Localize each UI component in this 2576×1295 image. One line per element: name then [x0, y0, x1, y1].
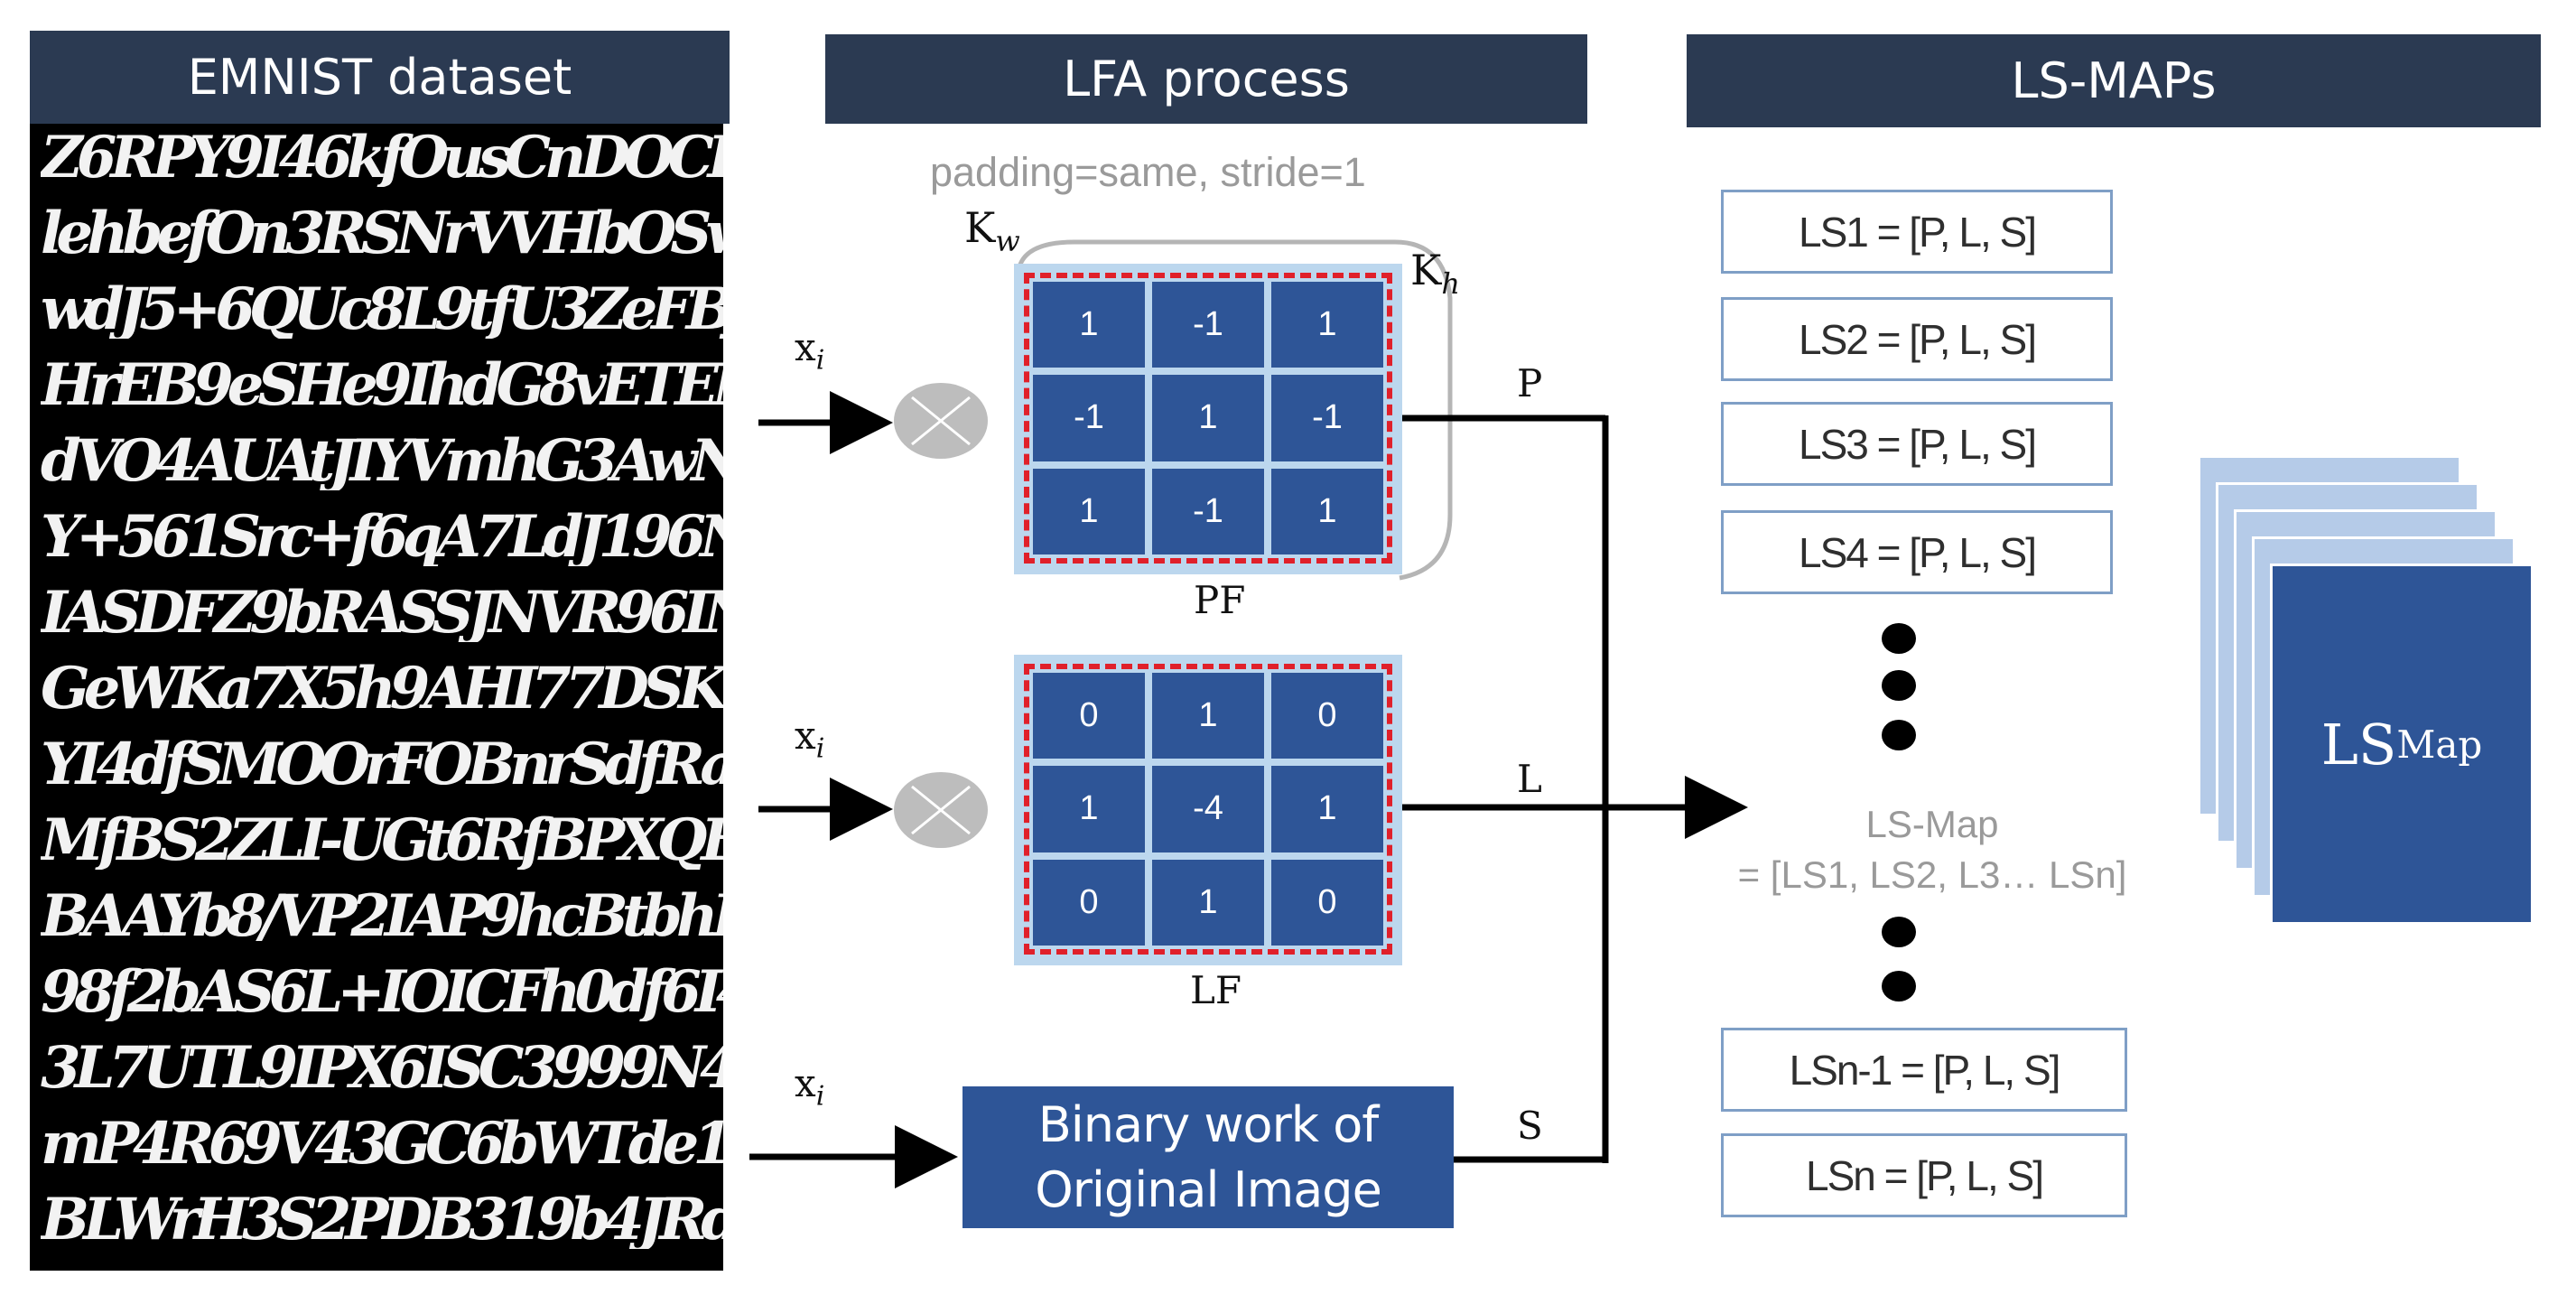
- binary-line-1: Binary work of: [1037, 1095, 1380, 1153]
- lf-cell: 1: [1152, 859, 1264, 946]
- lf-padding-outline: [1024, 664, 1392, 955]
- ellipsis-dot: [1882, 720, 1916, 750]
- pf-cell: 1: [1033, 468, 1145, 554]
- output-label-l: L: [1517, 757, 1542, 801]
- pf-cell: 1: [1271, 282, 1383, 368]
- header-lfa-process: LFA process: [825, 34, 1587, 124]
- dataset-row: HrEB9eSHe9IhdG8vETENh9IZZ: [41, 357, 723, 415]
- pf-cell: -1: [1152, 282, 1264, 368]
- lf-caption: LF: [1190, 968, 1242, 1012]
- binary-line-2: Original Image: [1035, 1160, 1382, 1218]
- dataset-row: mP4R69V43GC6bWTde1Q9+V4Co: [41, 1115, 723, 1173]
- ls-map-stack-sub: Map: [2396, 722, 2483, 767]
- ls-map-title: LS-Map: [1865, 803, 1999, 845]
- ellipsis-dot: [1882, 971, 1916, 1002]
- lf-cell: 1: [1271, 766, 1383, 852]
- ellipsis-dot: [1882, 670, 1916, 701]
- ls-item: LSn = [P, L, S]: [1721, 1133, 2127, 1217]
- pf-caption: PF: [1194, 578, 1246, 622]
- lf-cell: 1: [1152, 673, 1264, 759]
- dataset-row: 3L7UTL9IPX6ISC3999N4I6/9N: [41, 1039, 723, 1097]
- pf-filter-grid: 1 -1 1 -1 1 -1 1 -1 1: [1033, 282, 1383, 554]
- dataset-row: IASDFZ9bRASSJNVR96INP4fhP: [41, 584, 723, 642]
- ellipsis-dot: [1882, 623, 1916, 654]
- dataset-row: Y+561Src+f6qA7LdJ196Nx6dC: [41, 508, 723, 566]
- emnist-sample-image: Z6RPY9I46kfOusCnDOCFEtD9 lehbefOn3RSNrVV…: [30, 124, 723, 1271]
- padding-note: padding=same, stride=1: [930, 149, 1366, 195]
- lf-cell: 1: [1033, 766, 1145, 852]
- lf-filter-grid: 0 1 0 1 -4 1 0 1 0: [1033, 673, 1383, 946]
- dataset-row: 98f2bAS6L+IOICFh0df6I4fG6: [41, 964, 723, 1021]
- ellipsis-dot: [1882, 917, 1916, 947]
- dataset-row: Z6RPY9I46kfOusCnDOCFEtD9: [41, 129, 723, 187]
- lf-cell: 0: [1271, 673, 1383, 759]
- pf-cell: -1: [1152, 468, 1264, 554]
- pf-cell: -1: [1033, 375, 1145, 461]
- output-label-p: P: [1517, 361, 1543, 405]
- lf-cell: 0: [1271, 859, 1383, 946]
- ls-item: LSn-1 = [P, L, S]: [1721, 1028, 2127, 1112]
- dataset-row: GeWKa7X5h9AHI77DSKPUzLA3i: [41, 660, 723, 718]
- multiply-icon: [894, 772, 988, 848]
- multiply-icon: [894, 383, 988, 459]
- dataset-row: BAAYb8/VP2IAP9hcBtbhPZNLW: [41, 888, 723, 946]
- ls-item: LS3 = [P, L, S]: [1721, 402, 2113, 486]
- pf-cell: 1: [1152, 375, 1264, 461]
- kernel-width-label: Kw: [964, 203, 1020, 259]
- ls-map-stack-label: LS: [2320, 711, 2397, 778]
- ls-item: LS2 = [P, L, S]: [1721, 297, 2113, 381]
- input-label-pf: xi: [795, 325, 825, 377]
- pf-cell: 1: [1033, 282, 1145, 368]
- dataset-row: wdJ5+6QUc8L9tfU3ZeFBjwnRC: [41, 281, 723, 339]
- dataset-row: YI4dfSMOOrFOBnrSdfRaNOJSiO: [41, 736, 723, 794]
- header-ls-maps: LS-MAPs: [1687, 34, 2541, 127]
- lf-cell: 0: [1033, 859, 1145, 946]
- lf-cell: -4: [1152, 766, 1264, 852]
- dataset-row: MfBS2ZLI-UGt6RfBPXQE38CtrG: [41, 812, 723, 870]
- ls-map-formula: = [LS1, LS2, L3… LSn]: [1737, 853, 2127, 896]
- ls-item: LS1 = [P, L, S]: [1721, 190, 2113, 274]
- dataset-row: BLWrH3S2PDB319b4JRd97NUCk: [41, 1191, 723, 1249]
- pf-padding-outline: [1024, 273, 1392, 564]
- header-emnist-dataset: EMNIST dataset: [30, 31, 730, 124]
- kernel-height-label: Kh: [1410, 246, 1460, 302]
- output-label-s: S: [1517, 1104, 1543, 1148]
- ls-item: LS4 = [P, L, S]: [1721, 510, 2113, 594]
- input-label-lf: xi: [795, 713, 825, 765]
- dataset-row: lehbefOn3RSNrVVHbOSwOId9: [41, 205, 723, 263]
- kernel-size-bracket: [1016, 239, 1453, 581]
- ls-map-definition: LS-Map = [LS1, LS2, L3… LSn]: [1706, 799, 2158, 900]
- pf-cell: -1: [1271, 375, 1383, 461]
- binary-original-image-box: Binary work of Original Image: [963, 1086, 1454, 1228]
- input-label-binary: xi: [795, 1061, 825, 1113]
- pf-cell: 1: [1271, 468, 1383, 554]
- dataset-row: dVO4AUAtJIYVmhG3AwNef/I4: [41, 433, 723, 490]
- lf-cell: 0: [1033, 673, 1145, 759]
